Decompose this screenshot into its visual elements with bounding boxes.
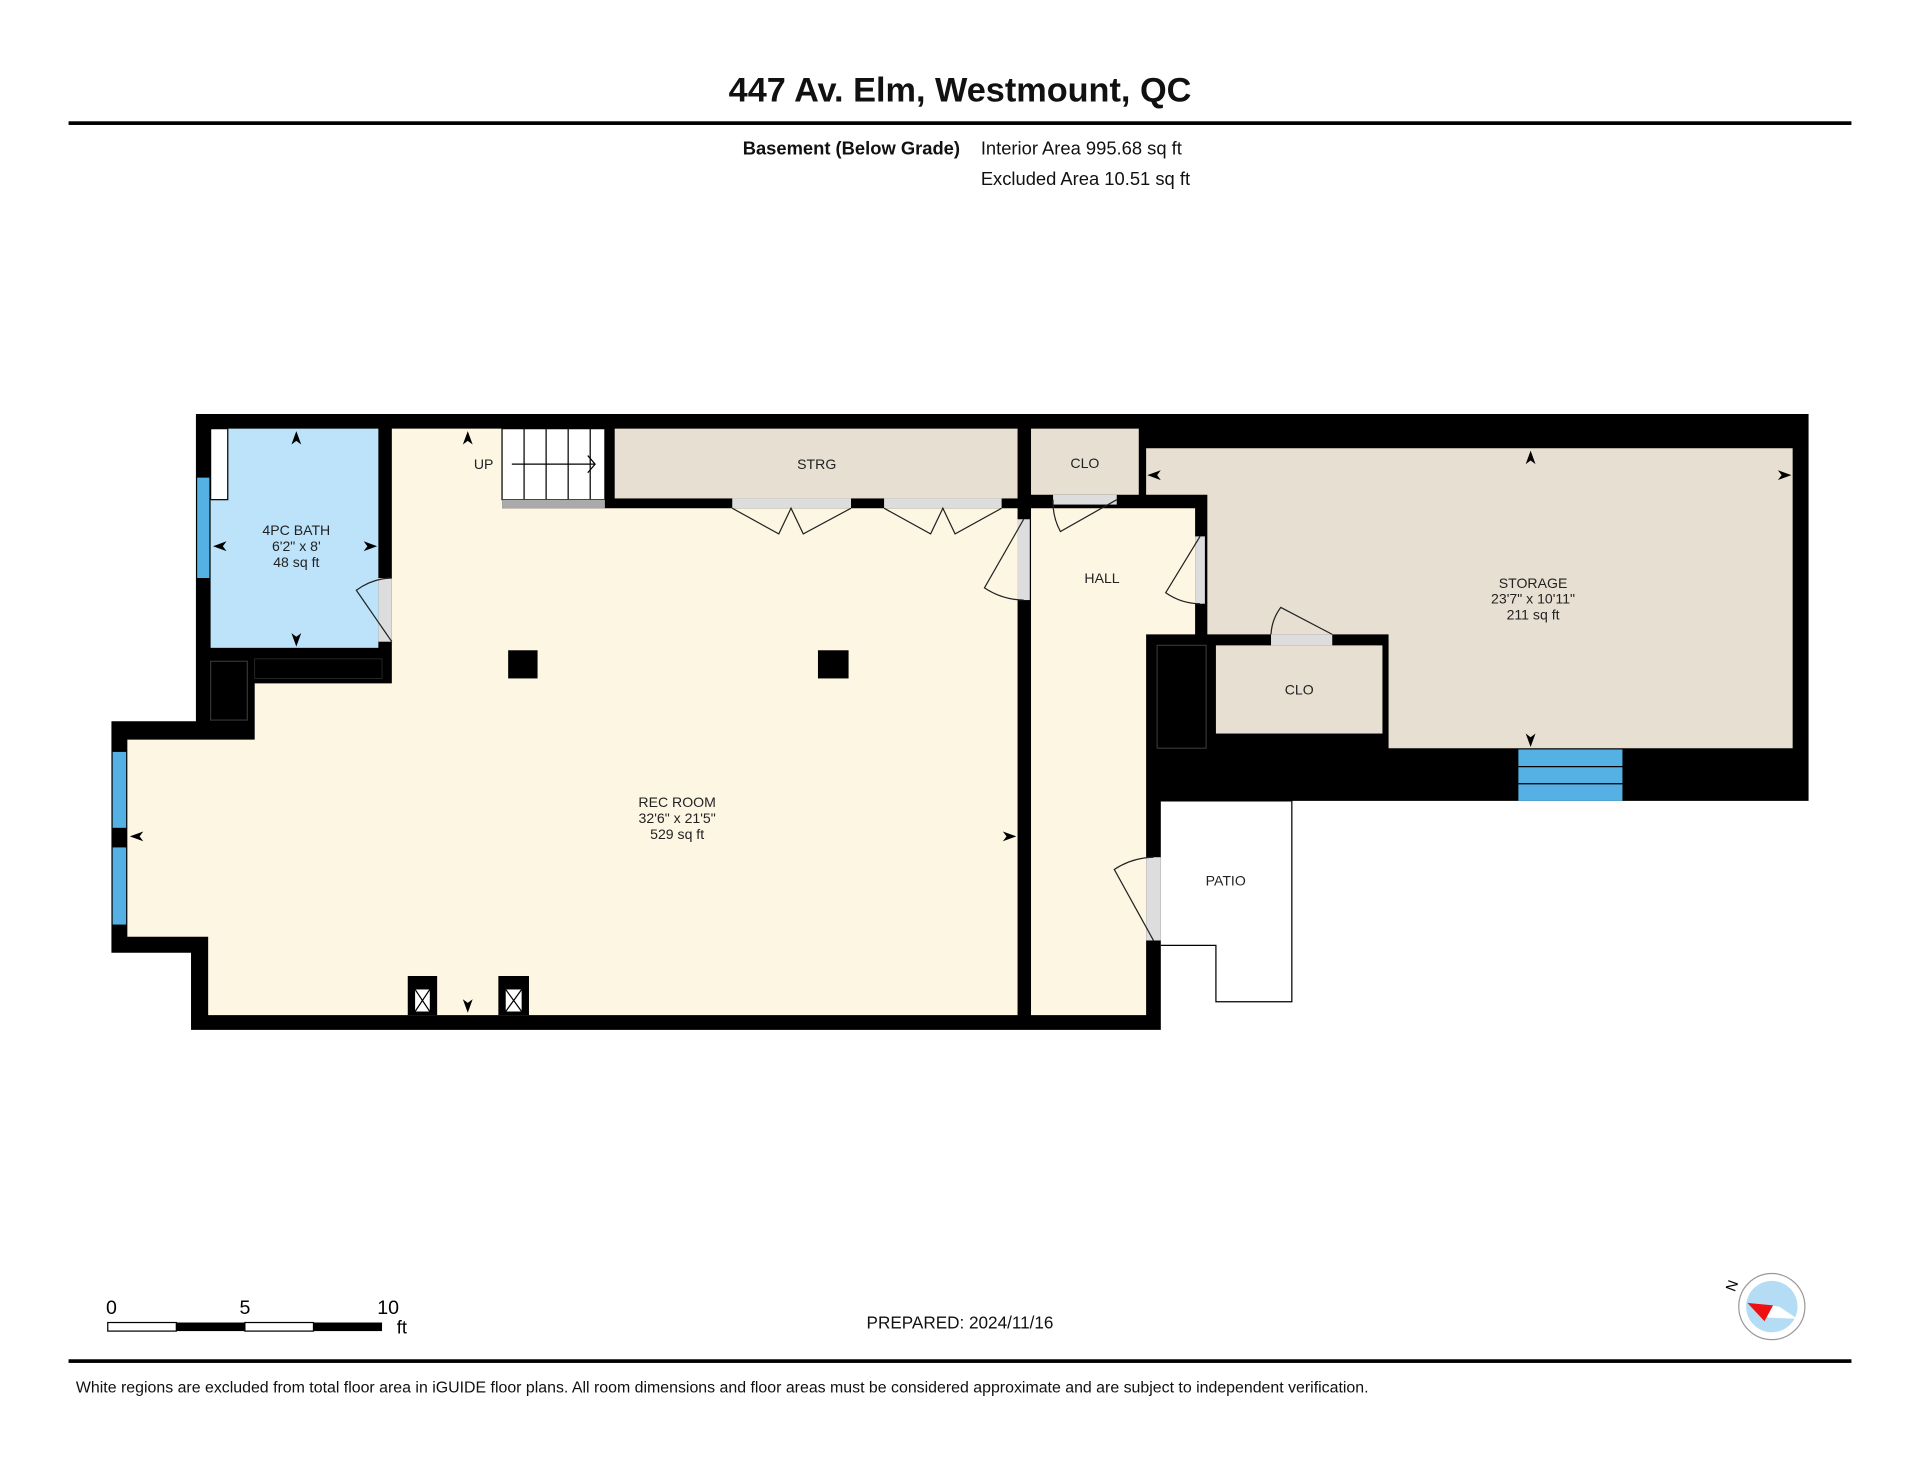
rec-dims: 32'6" x 21'5" [639,810,716,826]
column [817,650,849,679]
strg-name: STRG [797,456,836,472]
scale-tick-10: 10 [377,1297,399,1319]
storage-window [1518,749,1623,801]
room-strg[interactable] [614,428,1018,499]
header-divider [68,121,1852,125]
hall-name: HALL [1084,570,1119,586]
post [407,975,529,1016]
scale-unit: ft [397,1317,407,1338]
interior-area: Interior Area 995.68 sq ft [981,137,1182,158]
excluded-area: Excluded Area 10.51 sq ft [981,168,1190,189]
stairs-label: UP [474,456,494,472]
room-clo-top[interactable] [1031,428,1139,495]
doors [355,494,1333,941]
bath-dims: 6'2" x 8' [272,538,321,554]
window [112,751,127,828]
scale-bar: 0 5 10 ft [106,1297,407,1338]
bath-area: 48 sq ft [273,554,319,570]
dimension-arrows [129,431,1792,1013]
column [508,650,538,679]
scale-tick-0: 0 [106,1297,117,1319]
prepared-date: PREPARED: 2024/11/16 [867,1313,1054,1333]
patio-outline [1160,800,1293,1003]
storage-dims: 23'7" x 10'11" [1491,591,1575,607]
window [112,847,127,925]
clo-top-name: CLO [1070,455,1099,471]
compass-north-label: N [1724,1278,1743,1293]
bath-cabinet [254,658,383,679]
rec-name: REC ROOM [638,794,715,810]
stairs[interactable] [501,428,606,509]
patio-name: PATIO [1206,872,1246,888]
room-clo-mid[interactable] [1215,645,1383,734]
storage-area: 211 sq ft [1507,607,1560,623]
compass-icon: N [1724,1272,1806,1341]
page-title: 447 Av. Elm, Westmount, QC [729,72,1192,110]
bath-name: 4PC BATH [262,522,330,538]
clo-mid-name: CLO [1285,681,1314,697]
mechanical-block [210,660,248,721]
disclaimer: White regions are excluded from total fl… [76,1379,1369,1396]
window [197,477,210,579]
rec-area: 529 sq ft [650,826,704,842]
footer-divider [68,1359,1852,1363]
scale-tick-5: 5 [239,1297,250,1319]
floor-label: Basement (Below Grade) [743,137,960,158]
room-storage[interactable] [1146,448,1793,749]
room-rec-room[interactable] [127,428,1018,1016]
room-hall[interactable] [1031,508,1196,1016]
storage-name: STORAGE [1499,575,1568,591]
bath-vanity [210,428,229,501]
storage-cabinet [1156,644,1207,749]
room-4pc-bath[interactable] [210,428,379,648]
